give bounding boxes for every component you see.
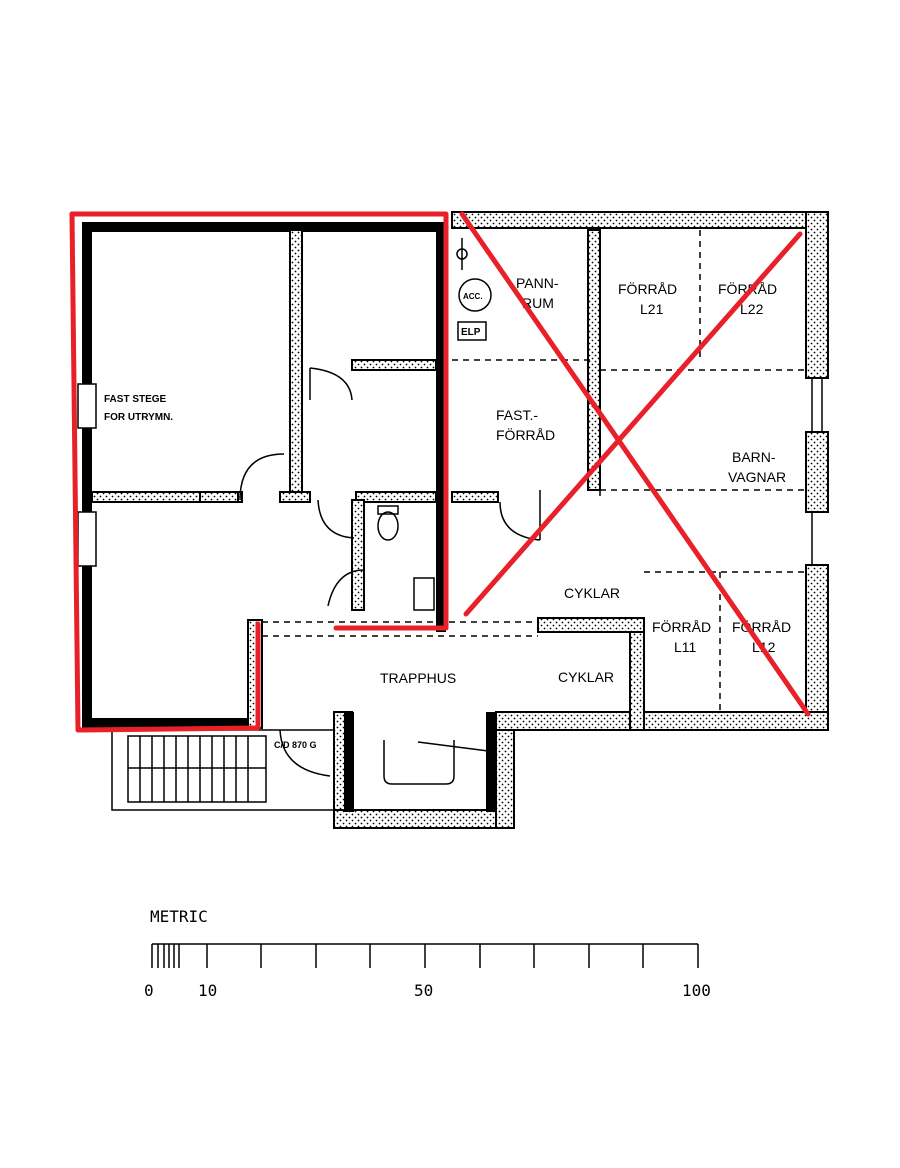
dashed-lines — [262, 230, 806, 712]
wall-mid-wc — [355, 491, 437, 503]
wall-right-middle — [805, 431, 829, 513]
wall-left — [82, 222, 92, 728]
wall-right-upper — [805, 211, 829, 379]
door-swing-1 — [239, 453, 285, 501]
scale-label-100: 100 — [682, 981, 711, 1000]
label-forrad-l11-2: L11 — [674, 639, 697, 655]
wall-annex-bottom — [333, 809, 515, 829]
red-markup — [69, 211, 811, 733]
wall-mid-left-b — [199, 491, 239, 503]
door-swing-5 — [499, 490, 541, 541]
label-pannrum-2: RUM — [522, 295, 554, 311]
door-swing-entry — [279, 729, 331, 777]
label-barnvagnar-2: VAGNAR — [728, 469, 786, 485]
red-cross-line-2 — [463, 231, 803, 617]
wall-mid-left-a — [91, 491, 243, 503]
wall-top-left — [82, 222, 444, 232]
acc-tank-icon — [458, 278, 492, 312]
window-left-1 — [77, 383, 97, 429]
toilet — [377, 511, 399, 541]
scale-label-50: 50 — [414, 981, 433, 1000]
red-cross-line-1 — [459, 211, 811, 717]
label-acc: ACC. — [463, 292, 483, 301]
wall-wc-left — [351, 499, 365, 611]
scale-label-10: 10 — [198, 981, 217, 1000]
label-fast-stege-2: FOR UTRYMN. — [104, 412, 173, 423]
label-forrad-l21-2: L21 — [640, 301, 664, 317]
label-fast-stege-1: FAST STEGE — [104, 394, 167, 405]
label-cyklar-upper: CYKLAR — [564, 585, 620, 601]
label-pannrum-1: PANN- — [516, 275, 559, 291]
door-swing-2 — [309, 367, 353, 401]
elp-box — [457, 321, 487, 341]
wall-center-vertical — [436, 222, 446, 632]
scale-bar: METRIC 0 10 50 100 — [144, 907, 711, 1000]
wall-interior-1 — [289, 229, 303, 501]
annex-stair — [383, 740, 455, 785]
wall-annex-top-right — [495, 711, 631, 731]
label-fast-forrad-1: FAST.- — [496, 407, 538, 423]
wall-cyklar-right — [629, 617, 645, 731]
wall-right-lower — [805, 564, 829, 731]
label-cyklar-lower: CYKLAR — [558, 669, 614, 685]
label-barnvagnar-1: BARN- — [732, 449, 776, 465]
label-forrad-l22-2: L22 — [740, 301, 764, 317]
door-swing-3 — [317, 499, 355, 539]
label-fast-forrad-2: FÖRRÅD — [496, 426, 555, 443]
wall-closet — [351, 359, 437, 371]
label-elp: ELP — [461, 327, 481, 338]
scale-title: METRIC — [150, 907, 208, 926]
stair-treads — [127, 735, 267, 803]
walls — [82, 211, 829, 829]
wall-bottom-right — [629, 711, 829, 731]
label-forrad-l22-1: FÖRRÅD — [718, 280, 777, 297]
label-trapphus: TRAPPHUS — [380, 670, 456, 686]
wall-cyklar-top — [537, 617, 645, 633]
label-door-code: C/D 870 G — [274, 740, 317, 750]
window-left-2 — [77, 511, 97, 567]
label-forrad-l21-1: FÖRRÅD — [618, 280, 677, 297]
wall-top-right — [451, 211, 829, 229]
wall-mid-center — [451, 491, 499, 503]
wall-annex-inner-left — [344, 712, 354, 812]
label-forrad-l11-1: FÖRRÅD — [652, 618, 711, 635]
red-outline-left-bottom — [69, 211, 261, 733]
door-swing-4 — [327, 569, 365, 607]
details — [77, 238, 823, 811]
wall-bottom-left — [82, 718, 260, 728]
red-outline-top-right — [69, 211, 449, 631]
scale-label-0: 0 — [144, 981, 154, 1000]
wall-mid-left-c — [279, 491, 311, 503]
wall-annex-inner-right — [486, 712, 496, 812]
sink — [413, 577, 435, 611]
